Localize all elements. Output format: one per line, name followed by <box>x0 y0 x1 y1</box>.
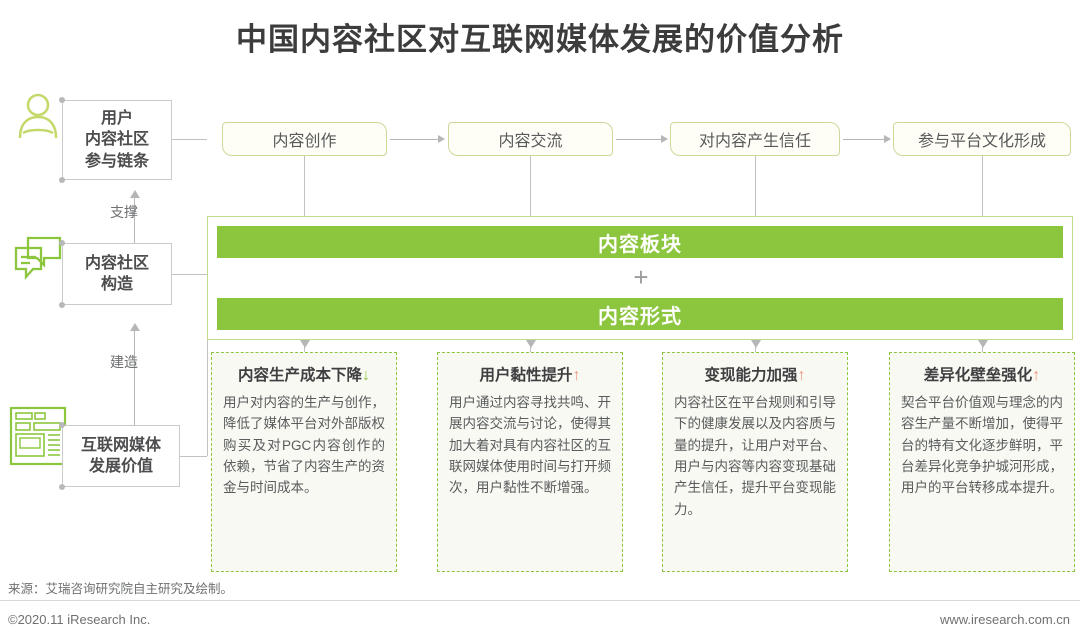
flow-drop-line-3 <box>755 156 756 216</box>
corner-dot <box>59 240 65 246</box>
flow-step-1-label: 内容创作 <box>272 133 337 150</box>
sidebar-item-media-value-line2: 发展价值 <box>88 458 153 475</box>
flow-arrow-head-2 <box>661 135 668 143</box>
value-card-stickiness-body: 用户通过内容寻找共鸣、开展内容交流与讨论，使得其加大着对具有内容社区的互联网媒体… <box>449 395 611 496</box>
flow-step-3[interactable]: 对内容产生信任 <box>670 122 840 156</box>
flow-step-3-label: 对内容产生信任 <box>698 133 811 150</box>
content-format-bar[interactable]: 内容形式 <box>217 298 1063 330</box>
flow-arrow-head-1 <box>438 135 445 143</box>
flow-step-2[interactable]: 内容交流 <box>448 122 613 156</box>
sidebar-item-media-value-line1: 互联网媒体 <box>80 436 161 454</box>
value-card-differentiation-title: 差异化壁垒强化↑ <box>901 363 1063 385</box>
value-card-stickiness-title-text: 用户黏性提升 <box>479 367 573 384</box>
sidebar-item-community-structure-line1: 内容社区 <box>84 254 149 272</box>
content-section-bar[interactable]: 内容板块 <box>217 226 1063 258</box>
value-card-cost-title-text: 内容生产成本下降 <box>237 367 362 384</box>
corner-dot <box>59 177 65 183</box>
support-relation-arrow-line <box>134 197 135 243</box>
build-relation-arrow-head <box>130 323 140 331</box>
sidebar-item-user-chain-line1: 用户 <box>100 110 133 128</box>
trend-up-icon: ↑ <box>1032 367 1041 384</box>
connector-media-value <box>180 456 207 457</box>
flow-drop-line-2 <box>530 156 531 216</box>
webpage-icon <box>8 405 67 466</box>
value-card-differentiation[interactable]: 差异化壁垒强化↑ 契合平台价值观与理念的内容生产量不断增加，使得平台的特有文化逐… <box>889 352 1075 572</box>
relation-label-support: 支撑 <box>110 204 138 220</box>
corner-dot <box>59 484 65 490</box>
flow-step-4-label: 参与平台文化形成 <box>917 133 1046 150</box>
plus-icon: + <box>633 262 649 292</box>
sidebar-item-user-chain-line2: 内容社区 <box>84 131 149 149</box>
connector-spine <box>207 274 208 456</box>
flow-arrow-head-3 <box>884 135 891 143</box>
sidebar-item-user-chain[interactable]: 用户 内容社区 参与链条 <box>62 100 172 180</box>
flow-step-4[interactable]: 参与平台文化形成 <box>893 122 1071 156</box>
copyright-text: ©2020.11 iResearch Inc. <box>8 612 151 627</box>
connector-community-structure <box>172 274 207 275</box>
value-card-monetization-title: 变现能力加强↑ <box>674 363 836 385</box>
page-title: 中国内容社区对互联网媒体发展的价值分析 <box>236 22 844 57</box>
sidebar-item-community-structure-line2: 构造 <box>100 276 133 293</box>
card-drop-arrow-3 <box>751 340 761 348</box>
card-drop-arrow-2 <box>526 340 536 348</box>
flow-drop-line-4 <box>982 156 983 216</box>
value-card-stickiness-title: 用户黏性提升↑ <box>449 363 611 385</box>
value-card-cost-title: 内容生产成本下降↓ <box>223 363 385 385</box>
value-card-differentiation-body: 契合平台价值观与理念的内容生产量不断增加，使得平台的特有文化逐步鲜明，平台差异化… <box>901 395 1063 496</box>
connector-user-chain <box>172 139 207 140</box>
flow-step-1[interactable]: 内容创作 <box>222 122 387 156</box>
value-card-cost-body: 用户对内容的生产与创作，降低了媒体平台对外部版权购买及对PGC内容创作的依赖，节… <box>223 395 385 496</box>
flow-drop-line-1 <box>304 156 305 216</box>
corner-dot <box>59 302 65 308</box>
value-card-differentiation-title-text: 差异化壁垒强化 <box>923 367 1033 384</box>
flow-arrow-line-3 <box>843 139 886 140</box>
corner-dot <box>59 422 65 428</box>
flow-arrow-line-1 <box>390 139 440 140</box>
support-relation-arrow-head <box>130 190 140 198</box>
flow-arrow-line-2 <box>616 139 663 140</box>
sidebar-item-media-value[interactable]: 互联网媒体 发展价值 <box>62 425 180 487</box>
relation-label-build: 建造 <box>110 354 138 370</box>
user-icon <box>10 88 66 144</box>
chat-bubbles-icon <box>10 232 66 288</box>
trend-down-icon: ↓ <box>362 367 370 384</box>
value-card-monetization-title-text: 变现能力加强 <box>704 367 798 384</box>
flow-step-2-label: 内容交流 <box>498 133 563 150</box>
source-note: 来源：艾瑞咨询研究院自主研究及绘制。 <box>8 582 234 596</box>
corner-dot <box>59 97 65 103</box>
trend-up-icon: ↑ <box>572 367 581 384</box>
card-drop-arrow-1 <box>300 340 310 348</box>
sidebar-item-community-structure[interactable]: 内容社区 构造 <box>62 243 172 305</box>
trend-up-icon: ↑ <box>797 367 806 384</box>
website-link[interactable]: www.iresearch.com.cn <box>939 612 1070 627</box>
value-card-monetization[interactable]: 变现能力加强↑ 内容社区在平台规则和引导下的健康发展以及内容质与量的提升，让用户… <box>662 352 848 572</box>
content-panel: 内容板块 + 内容形式 <box>207 216 1073 340</box>
value-card-monetization-body: 内容社区在平台规则和引导下的健康发展以及内容质与量的提升，让用户对平台、用户与内… <box>674 395 836 517</box>
card-drop-arrow-4 <box>978 340 988 348</box>
sidebar-item-user-chain-line3: 参与链条 <box>84 152 149 170</box>
value-card-cost[interactable]: 内容生产成本下降↓ 用户对内容的生产与创作，降低了媒体平台对外部版权购买及对PG… <box>211 352 397 572</box>
value-card-stickiness[interactable]: 用户黏性提升↑ 用户通过内容寻找共鸣、开展内容交流与讨论，使得其加大着对具有内容… <box>437 352 623 572</box>
footer-divider <box>0 600 1080 601</box>
build-relation-arrow-line <box>134 330 135 425</box>
